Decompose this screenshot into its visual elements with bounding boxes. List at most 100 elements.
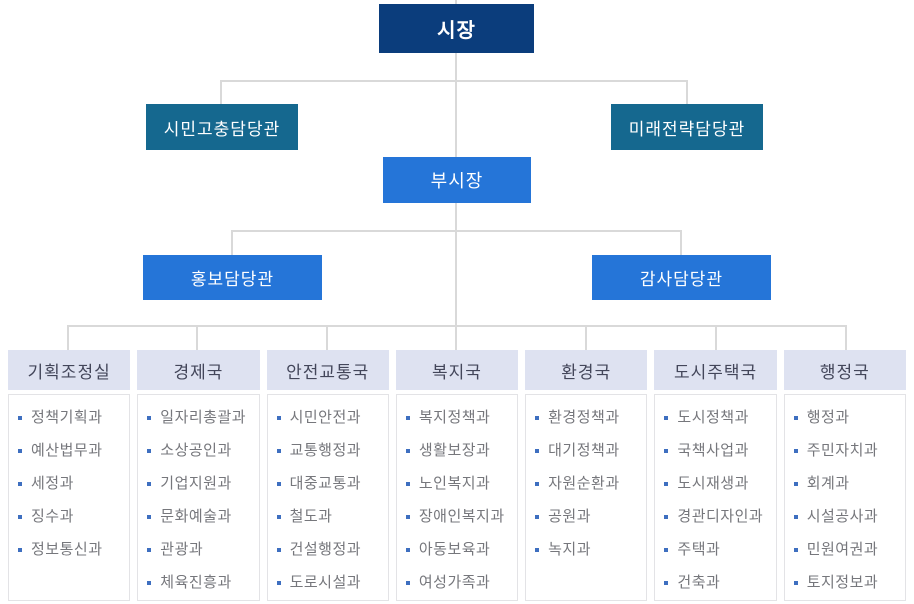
bullet-icon bbox=[147, 448, 152, 453]
pr-officer-box: 홍보담당관 bbox=[143, 255, 322, 300]
bullet-icon bbox=[793, 448, 798, 453]
division-label: 자원순환과 bbox=[548, 475, 620, 492]
connector-line bbox=[845, 325, 847, 352]
division-label: 철도과 bbox=[289, 508, 333, 525]
bullet-icon bbox=[535, 481, 540, 486]
bullet-icon bbox=[793, 415, 798, 420]
division-label: 민원여권과 bbox=[806, 541, 879, 558]
division-label: 토지정보과 bbox=[806, 574, 879, 591]
division-label: 국책사업과 bbox=[677, 442, 749, 459]
department-header: 경제국 bbox=[137, 350, 260, 390]
bullet-icon bbox=[276, 514, 281, 519]
division-item: 교통행정과 bbox=[276, 441, 382, 460]
division-item: 시민안전과 bbox=[276, 408, 382, 427]
bullet-icon bbox=[276, 481, 281, 486]
division-label: 체육진흥과 bbox=[160, 574, 232, 591]
vice-mayor-box: 부시장 bbox=[383, 157, 531, 203]
division-label: 건축과 bbox=[677, 574, 721, 591]
division-label: 건설행정과 bbox=[289, 541, 362, 558]
department-header: 기획조정실 bbox=[8, 350, 131, 390]
bullet-icon bbox=[535, 415, 540, 420]
division-item: 징수과 bbox=[18, 507, 123, 526]
division-item: 회계과 bbox=[793, 474, 899, 493]
division-item: 민원여권과 bbox=[793, 540, 899, 559]
connector-line bbox=[232, 230, 682, 232]
division-item: 소상공인과 bbox=[147, 441, 252, 460]
bullet-icon bbox=[276, 415, 281, 420]
division-item: 노인복지과 bbox=[405, 474, 511, 493]
division-item: 대중교통과 bbox=[276, 474, 382, 493]
bullet-icon bbox=[664, 448, 669, 453]
bullet-icon bbox=[18, 448, 22, 453]
connector-line bbox=[585, 325, 587, 352]
division-label: 도시재생과 bbox=[677, 475, 749, 492]
division-item: 복지정책과 bbox=[405, 408, 511, 427]
division-label: 공원과 bbox=[548, 508, 592, 525]
division-label: 아동보육과 bbox=[418, 541, 491, 558]
division-item: 도시재생과 bbox=[664, 474, 769, 493]
division-item: 세정과 bbox=[18, 474, 123, 493]
pr-officer-label: 홍보담당관 bbox=[190, 270, 275, 289]
vice-mayor-label: 부시장 bbox=[430, 171, 484, 191]
bullet-icon bbox=[793, 481, 798, 486]
bullet-icon bbox=[147, 481, 152, 486]
connector-line bbox=[326, 325, 328, 352]
division-item: 건축과 bbox=[664, 573, 769, 592]
citizen-grievance-officer-box: 시민고충담당관 bbox=[146, 104, 298, 150]
bullet-icon bbox=[664, 547, 669, 552]
division-label: 도시정책과 bbox=[677, 409, 749, 426]
connector-line bbox=[196, 325, 198, 352]
division-label: 관광과 bbox=[160, 541, 204, 558]
bullet-icon bbox=[147, 547, 152, 552]
division-label: 일자리총괄과 bbox=[160, 409, 247, 426]
division-label: 예산법무과 bbox=[31, 442, 103, 459]
division-label: 정책기획과 bbox=[31, 409, 103, 426]
division-item: 주택과 bbox=[664, 540, 769, 559]
division-label: 도로시설과 bbox=[289, 574, 362, 591]
bullet-icon bbox=[18, 415, 22, 420]
bullet-icon bbox=[405, 481, 410, 486]
division-item: 체육진흥과 bbox=[147, 573, 252, 592]
department-header: 환경국 bbox=[525, 350, 648, 390]
division-label: 대중교통과 bbox=[289, 475, 362, 492]
connector-line bbox=[455, 0, 457, 157]
bullet-icon bbox=[664, 514, 669, 519]
division-label: 생활보장과 bbox=[418, 442, 491, 459]
future-strategy-officer-box: 미래전략담당관 bbox=[611, 104, 763, 150]
division-label: 정보통신과 bbox=[31, 541, 103, 558]
division-item: 생활보장과 bbox=[405, 441, 511, 460]
division-label: 주민자치과 bbox=[806, 442, 879, 459]
bullet-icon bbox=[18, 514, 22, 519]
division-item: 여성가족과 bbox=[405, 573, 511, 592]
connector-line bbox=[686, 80, 688, 106]
bullet-icon bbox=[147, 580, 152, 585]
division-item: 기업지원과 bbox=[147, 474, 252, 493]
division-item: 도시정책과 bbox=[664, 408, 769, 427]
bullet-icon bbox=[535, 547, 540, 552]
audit-officer-label: 감사담당관 bbox=[639, 270, 724, 289]
bullet-icon bbox=[664, 415, 669, 420]
mayor-label: 시장 bbox=[437, 20, 476, 42]
bullet-icon bbox=[793, 514, 798, 519]
bullet-icon bbox=[18, 481, 22, 486]
division-label: 행정과 bbox=[806, 409, 850, 426]
bullet-icon bbox=[405, 547, 410, 552]
connector-line bbox=[715, 325, 717, 352]
division-item: 문화예술과 bbox=[147, 507, 252, 526]
connector-line bbox=[220, 80, 222, 106]
division-item: 아동보육과 bbox=[405, 540, 511, 559]
audit-officer-box: 감사담당관 bbox=[592, 255, 771, 300]
division-label: 징수과 bbox=[31, 508, 74, 525]
division-item: 국책사업과 bbox=[664, 441, 769, 460]
